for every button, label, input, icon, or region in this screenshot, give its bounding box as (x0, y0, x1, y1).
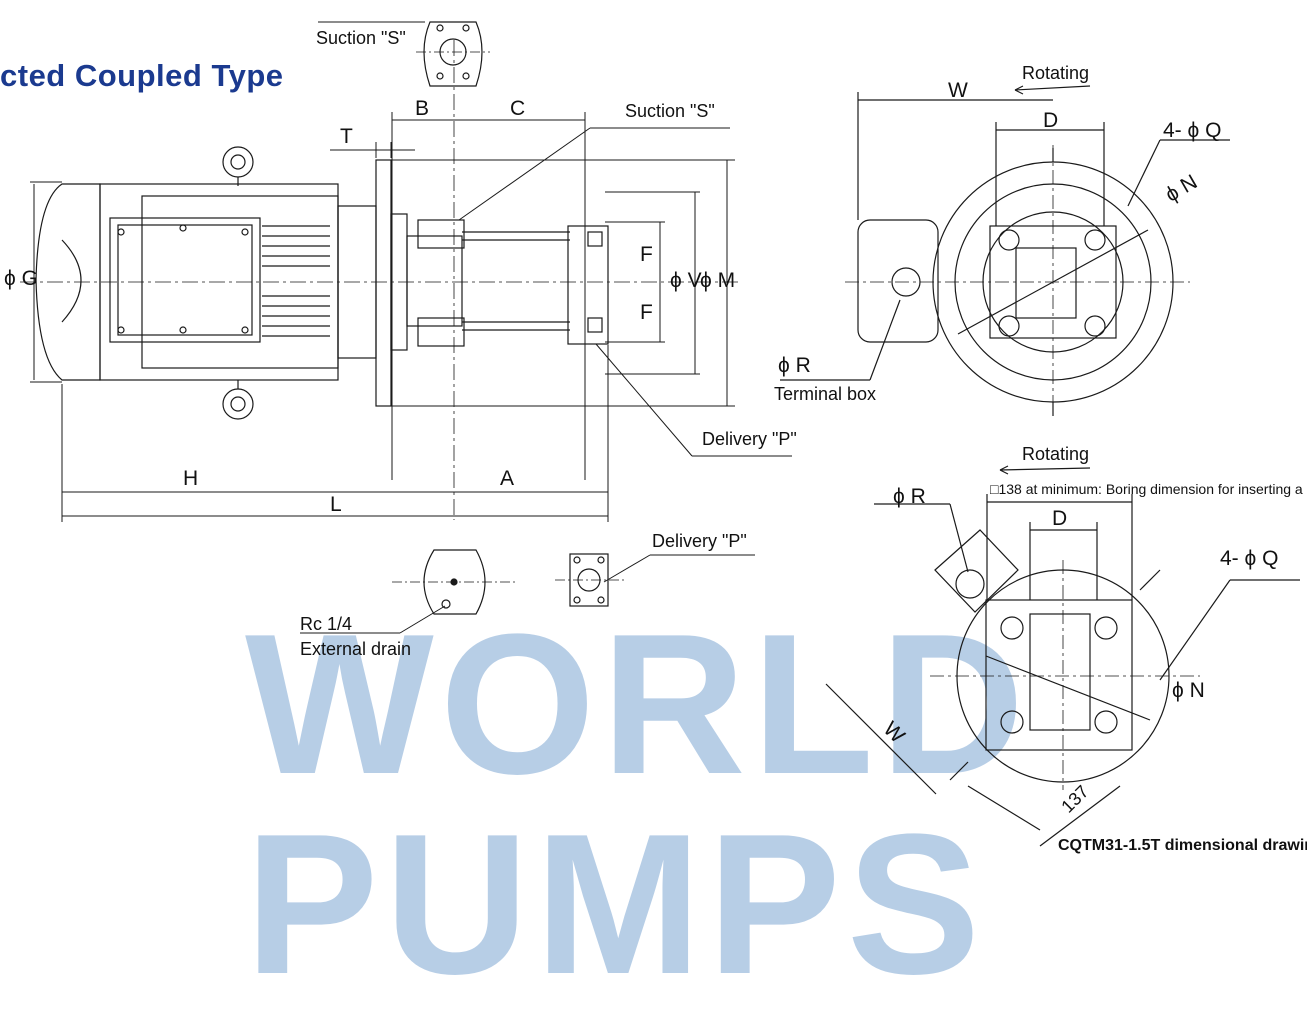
dim-a: A (500, 467, 515, 490)
rotating-label-top: Rotating (1022, 63, 1090, 83)
delivery-side-label: Delivery "P" (702, 429, 797, 449)
dim-l: L (330, 493, 342, 516)
bottom-flanges (392, 549, 625, 615)
suction-flange-top (416, 21, 490, 87)
suction-top-label: Suction "S" (316, 28, 406, 48)
dimensional-drawing: WORLD PUMPS (0, 21, 1307, 1016)
drawing-canvas (20, 21, 1300, 847)
dim-r-bottom: ϕ R (893, 485, 926, 508)
dim-f-top: F (640, 243, 653, 266)
dim-q-bottom: 4- ϕ Q (1220, 547, 1279, 570)
dim-b: B (415, 97, 430, 120)
front-view-top (780, 85, 1230, 420)
dim-v: ϕ V (670, 269, 702, 292)
drain-text-label: External drain (300, 639, 412, 659)
dim-c: C (510, 97, 526, 120)
suction-side-label: Suction "S" (625, 101, 715, 121)
dim-t: T (340, 125, 353, 148)
dim-r-top: ϕ R (778, 354, 811, 377)
dim-f-bottom: F (640, 301, 653, 324)
side-dimension-lines (30, 21, 792, 634)
dim-n-bottom: ϕ N (1172, 679, 1205, 702)
watermark-world: WORLD (245, 593, 1031, 816)
drain-size-label: Rc 1/4 (300, 614, 353, 634)
dim-d-bottom: D (1052, 507, 1068, 530)
drawing-caption: CQTM31-1.5T dimensional drawing (1058, 837, 1307, 854)
front-view-bottom (825, 465, 1300, 847)
dim-g: ϕ G (4, 267, 38, 290)
dim-d-top: D (1043, 109, 1059, 132)
motor-side-view (20, 40, 740, 520)
terminal-box-label: Terminal box (774, 384, 877, 404)
dim-q-top: 4- ϕ Q (1163, 119, 1222, 142)
page-title: cted Coupled Type (0, 58, 284, 93)
rotating-label-bottom: Rotating (1022, 444, 1090, 464)
dim-w-top: W (948, 79, 968, 102)
boring-note: □138 at minimum: Boring dimension for in… (990, 481, 1307, 497)
dim-m: ϕ M (700, 269, 736, 292)
delivery-bottom-label: Delivery "P" (652, 531, 747, 551)
dim-h: H (183, 467, 199, 490)
